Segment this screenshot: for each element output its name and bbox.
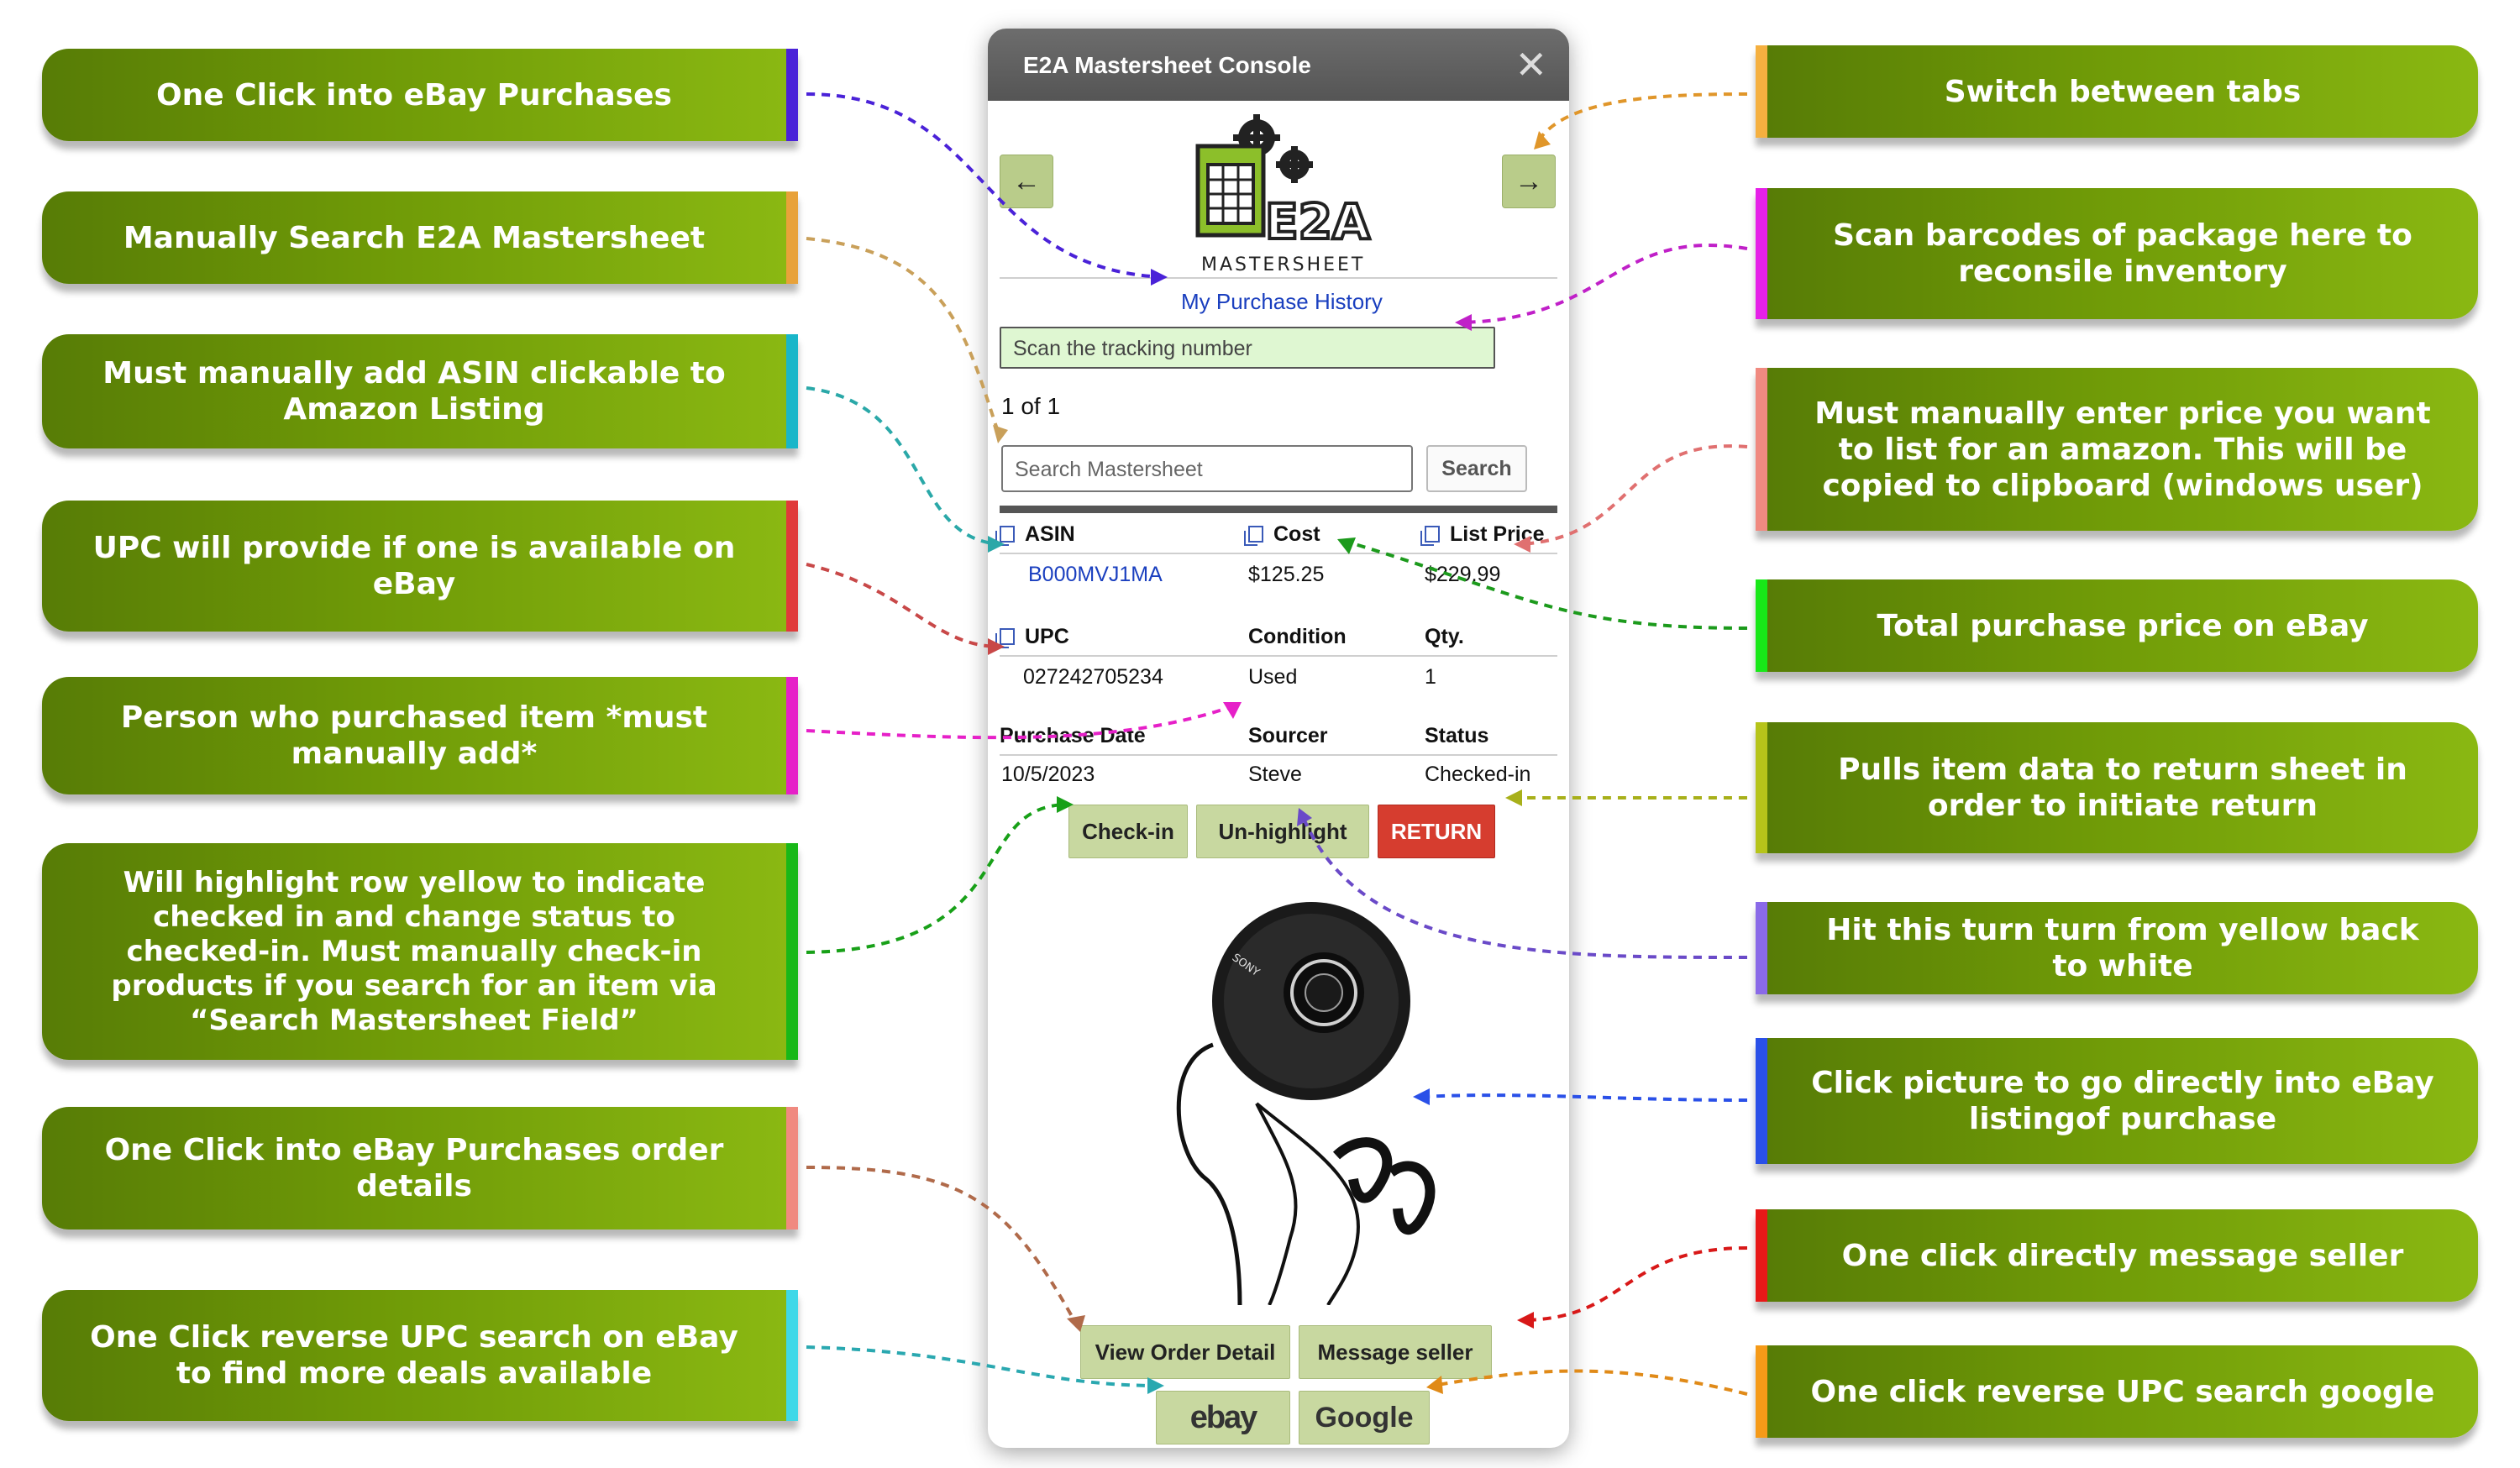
status-value: Checked-in: [1425, 763, 1531, 786]
ebay-logo-icon: ebay: [1189, 1399, 1258, 1435]
sourcer-value: Steve: [1248, 763, 1302, 786]
title-bar: E2A Mastersheet Console ✕: [988, 29, 1569, 101]
google-logo-icon: Google: [1315, 1401, 1414, 1434]
callout-switch-tabs: Switch between tabs: [1756, 45, 2478, 138]
view-order-detail-button[interactable]: View Order Detail: [1080, 1325, 1290, 1379]
cost-header: Cost: [1244, 522, 1320, 547]
tracking-input[interactable]: Scan the tracking number: [1000, 327, 1495, 369]
divider: [1000, 277, 1557, 279]
condition-value: Used: [1248, 665, 1298, 689]
callout-manual-search: Manually Search E2A Mastersheet: [42, 191, 798, 284]
window-title: E2A Mastersheet Console: [1023, 52, 1311, 78]
divider: [1000, 655, 1557, 657]
check-in-button[interactable]: Check-in: [1068, 805, 1188, 858]
search-button[interactable]: Search: [1426, 445, 1527, 492]
console-window: E2A Mastersheet Console ✕ ← → E2A MASTER…: [988, 29, 1569, 1448]
asin-header: ASIN: [995, 522, 1075, 547]
callout-sourcer: Person who purchased item *must manually…: [42, 677, 798, 794]
result-counter: 1 of 1: [1001, 393, 1061, 419]
list-price-value[interactable]: $229.99: [1425, 563, 1501, 586]
purchase-date-value: 10/5/2023: [1001, 763, 1095, 786]
divider: [1000, 754, 1557, 756]
e2a-logo: E2A MASTERSHEET: [1195, 114, 1372, 275]
unhighlight-button[interactable]: Un-highlight: [1196, 805, 1369, 858]
callout-message-seller: One click directly message seller: [1756, 1209, 2478, 1302]
callout-list-price: Must manually enter price you want to li…: [1756, 368, 2478, 531]
callout-total-purchase: Total purchase price on eBay: [1756, 579, 2478, 672]
callout-scan-barcodes: Scan barcodes of package here to reconsi…: [1756, 188, 2478, 319]
callout-ebay-upc-search: One Click reverse UPC search on eBay to …: [42, 1290, 798, 1421]
search-button-label: Search: [1441, 456, 1512, 480]
list-price-label: List Price: [1450, 522, 1545, 546]
cost-label: Cost: [1273, 522, 1320, 546]
asin-label: ASIN: [1025, 522, 1075, 546]
ebay-upc-search-button[interactable]: ebay: [1156, 1391, 1290, 1444]
asin-value[interactable]: B000MVJ1MA: [1028, 563, 1163, 586]
callout-check-in: Will highlight row yellow to indicate ch…: [42, 843, 798, 1060]
callout-upc: UPC will provide if one is available on …: [42, 501, 798, 632]
table-divider: [1000, 506, 1557, 513]
callout-unhighlight: Hit this turn turn from yellow back to w…: [1756, 902, 2478, 994]
close-icon[interactable]: ✕: [1515, 43, 1547, 87]
prev-tab-button[interactable]: ←: [1000, 155, 1053, 208]
product-image[interactable]: SONY: [1114, 902, 1450, 1305]
logo-text: E2A: [1265, 193, 1370, 250]
copy-icon[interactable]: [1420, 526, 1440, 546]
google-upc-search-button[interactable]: Google: [1299, 1391, 1430, 1444]
logo-subtext: MASTERSHEET: [1201, 254, 1365, 275]
qty-header: Qty.: [1425, 625, 1464, 648]
sourcer-header: Sourcer: [1248, 724, 1328, 747]
copy-icon[interactable]: [995, 628, 1015, 648]
callout-google-upc: One click reverse UPC search google: [1756, 1345, 2478, 1438]
search-mastersheet-input[interactable]: Search Mastersheet: [1001, 445, 1413, 492]
copy-icon[interactable]: [1244, 526, 1263, 546]
callout-asin: Must manually add ASIN clickable to Amaz…: [42, 334, 798, 448]
next-tab-button[interactable]: →: [1502, 155, 1556, 208]
message-seller-button[interactable]: Message seller: [1299, 1325, 1492, 1379]
list-price-header: List Price: [1420, 522, 1545, 547]
purchase-history-link[interactable]: My Purchase History: [1181, 289, 1383, 314]
condition-header: Condition: [1248, 625, 1347, 648]
callout-ebay-purchases: One Click into eBay Purchases: [42, 49, 798, 141]
callout-return: Pulls item data to return sheet in order…: [1756, 722, 2478, 853]
cost-value: $125.25: [1248, 563, 1325, 586]
return-button[interactable]: RETURN: [1378, 805, 1495, 858]
upc-label: UPC: [1025, 625, 1069, 648]
purchase-date-header: Purchase Date: [1000, 724, 1146, 747]
divider: [1000, 553, 1557, 554]
upc-header: UPC: [995, 625, 1069, 649]
qty-value: 1: [1425, 665, 1436, 689]
callout-picture: Click picture to go directly into eBay l…: [1756, 1038, 2478, 1164]
callout-order-details: One Click into eBay Purchases order deta…: [42, 1107, 798, 1229]
copy-icon[interactable]: [995, 526, 1015, 546]
status-header: Status: [1425, 724, 1489, 747]
upc-value: 027242705234: [1023, 665, 1163, 689]
